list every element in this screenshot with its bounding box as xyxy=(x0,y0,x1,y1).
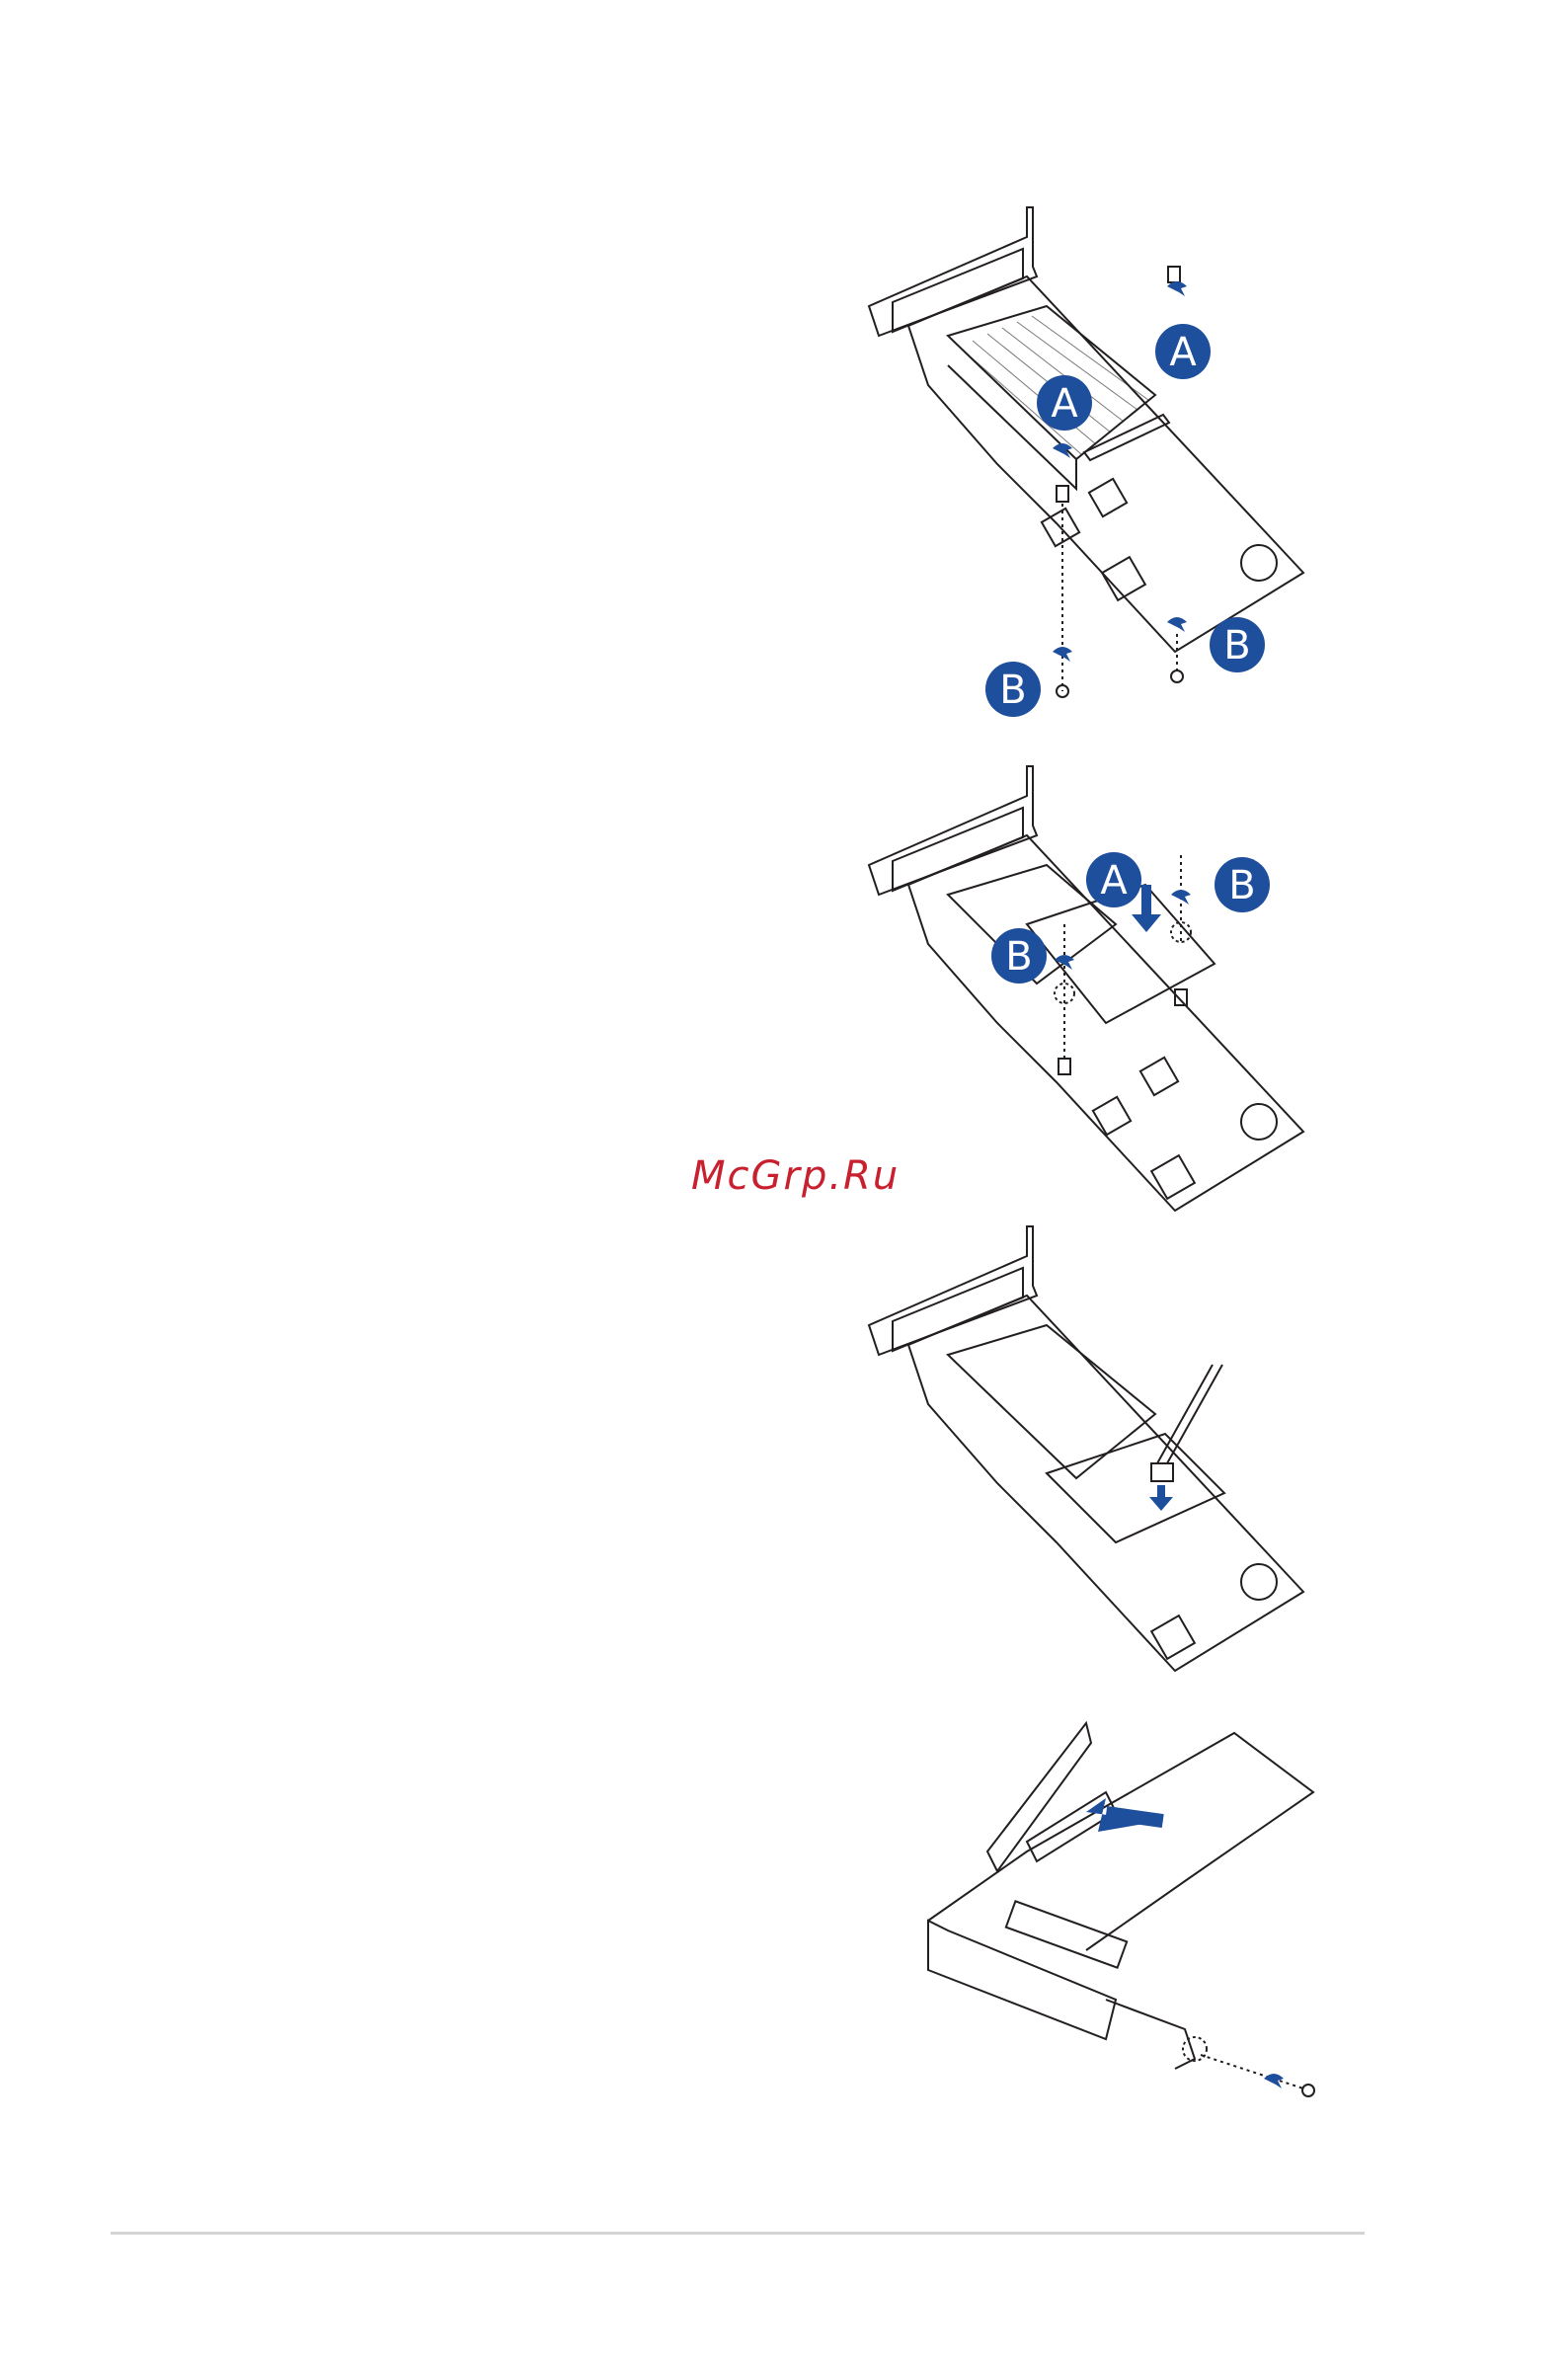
label-badge-a1: A xyxy=(1086,852,1141,907)
svg-text:A: A xyxy=(1100,858,1128,904)
drive-cage xyxy=(928,1921,1116,2039)
figure-connect-cable xyxy=(849,1226,1323,1681)
insert-arrow-icon xyxy=(1149,1485,1173,1511)
pcb-board xyxy=(908,276,1303,652)
card-illustration-1: A A B B xyxy=(849,207,1323,760)
standoff xyxy=(1058,1059,1070,1074)
figure-remove-retention: A A B B xyxy=(849,207,1323,760)
label-badge-b2: B xyxy=(1210,617,1265,672)
svg-text:A: A xyxy=(1169,330,1197,375)
bracket-illustration xyxy=(908,1703,1343,2118)
label-badge-a2: A xyxy=(1155,324,1211,379)
standoff xyxy=(1057,486,1068,502)
label-badge-b1: B xyxy=(985,662,1041,717)
svg-text:A: A xyxy=(1051,381,1078,427)
footer-rule xyxy=(111,2232,1365,2235)
svg-text:B: B xyxy=(1005,934,1032,980)
expansion-module xyxy=(1047,1434,1224,1542)
screw-icon xyxy=(1171,670,1183,682)
svg-text:B: B xyxy=(1223,623,1250,669)
pcie-bracket xyxy=(987,1723,1091,1871)
label-badge-b2: B xyxy=(991,928,1047,984)
svg-text:B: B xyxy=(999,668,1026,713)
ribbon-cable xyxy=(1157,1365,1213,1463)
card-illustration-3 xyxy=(849,1226,1323,1681)
rotate-arrow-icon xyxy=(1171,890,1191,905)
figure-install-module: A B B xyxy=(849,766,1323,1221)
cable-connector xyxy=(1151,1463,1173,1481)
label-badge-a1: A xyxy=(1037,375,1092,431)
label-badge-b1: B xyxy=(1215,857,1270,912)
svg-text:B: B xyxy=(1228,863,1255,908)
card-illustration-2: A B B xyxy=(849,766,1323,1221)
pcb-board xyxy=(908,1296,1303,1671)
watermark: McGrp.Ru xyxy=(691,1153,900,1199)
standoff xyxy=(1168,267,1180,282)
screw-icon xyxy=(1302,2085,1314,2096)
figure-insert-into-bracket xyxy=(908,1703,1343,2118)
tray xyxy=(928,1733,1313,1950)
heatsink xyxy=(948,1325,1155,1478)
